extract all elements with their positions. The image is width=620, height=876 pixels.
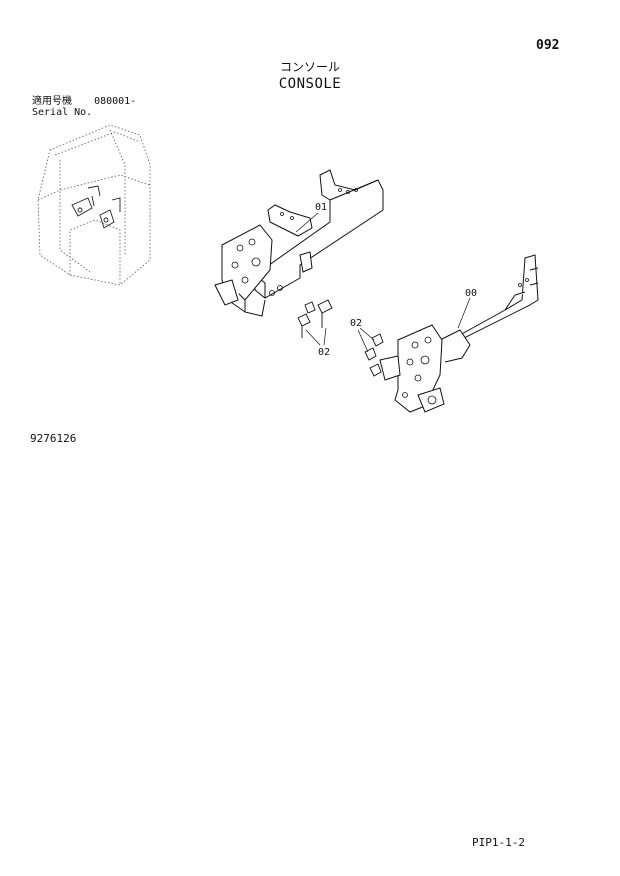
callout-01: 01: [315, 202, 327, 213]
serial-label-jp: 適用号機: [32, 96, 72, 107]
part-01-holes: [231, 188, 358, 296]
serial-line-jp: 適用号機 080001-: [32, 96, 136, 107]
serial-range: 080001-: [94, 96, 137, 107]
leader-lines: [295, 212, 471, 353]
title-english: CONSOLE: [278, 76, 342, 92]
part-00-holes: [402, 278, 529, 405]
callout-02-left: 02: [318, 347, 330, 358]
serial-label-en: Serial No.: [32, 107, 93, 118]
callout-00: 00: [465, 288, 477, 299]
callout-02-right: 02: [350, 318, 362, 329]
part-01-bracket: [214, 169, 384, 317]
title-japanese: コンソール: [279, 60, 340, 74]
page-reference: PIP1-1-2: [472, 836, 525, 849]
page-number: 092: [536, 38, 560, 53]
bolts-02-right: [364, 333, 384, 377]
serial-info: 適用号機 080001- Serial No.: [32, 96, 136, 118]
cab-console-detail: [71, 185, 121, 229]
part-00-bracket: [379, 254, 539, 413]
document-code: 9276126: [30, 432, 77, 445]
cab-overview-sketch: [37, 124, 151, 286]
bolts-02-left: [297, 299, 333, 338]
